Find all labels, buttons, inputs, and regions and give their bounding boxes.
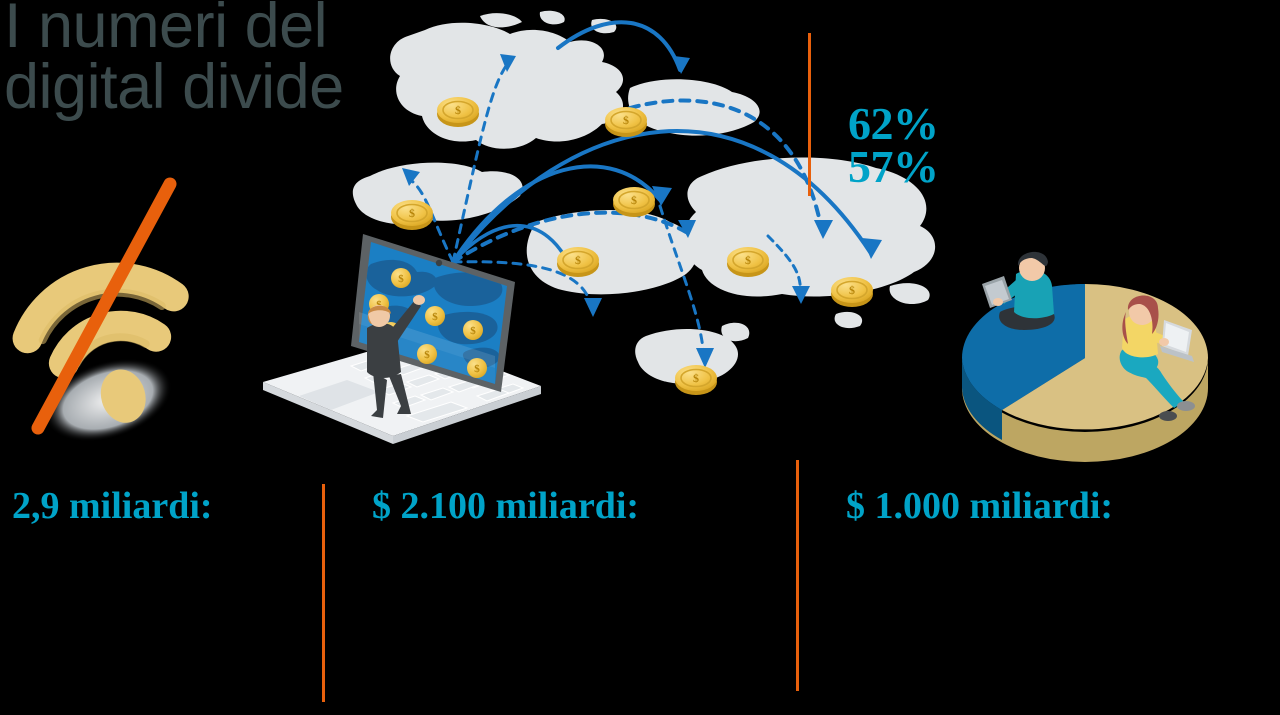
wifi-arcs (12, 262, 189, 423)
svg-text:$: $ (424, 349, 430, 361)
divider-bottom-left (322, 484, 325, 702)
divider-top-right (808, 33, 811, 196)
person-with-laptop (1119, 295, 1195, 421)
svg-text:$: $ (432, 311, 438, 323)
stat-label-gdp-loss: $ 2.100 miliardi: (372, 485, 640, 527)
svg-text:$: $ (849, 283, 855, 297)
svg-text:$: $ (376, 299, 382, 311)
svg-text:$: $ (398, 273, 404, 285)
stat-label-investment: $ 1.000 miliardi: (846, 485, 1114, 527)
page-title: I numeri del digital divide (4, 0, 344, 123)
no-wifi-illustration (0, 160, 250, 480)
svg-text:$: $ (575, 253, 581, 267)
person-with-tablet (982, 251, 1055, 330)
stat-label-users: 2,9 miliardi: (12, 485, 213, 527)
laptop-illustration: $ $ $ $ $ $ $ (255, 220, 545, 450)
svg-text:$: $ (623, 113, 629, 127)
businessman-figure (367, 295, 425, 418)
svg-text:$: $ (693, 371, 699, 385)
percent-value-1: 62% (848, 98, 939, 149)
percentage-callout: 62% 57% (848, 98, 939, 192)
percent-value-2: 57% (848, 140, 939, 192)
map-coins: $ $ $ $ (391, 97, 873, 395)
svg-text:$: $ (631, 193, 637, 207)
svg-text:$: $ (745, 253, 751, 267)
svg-text:$: $ (474, 363, 480, 375)
world-map-illustration: $ $ $ $ (330, 0, 950, 420)
divider-bottom-right (796, 460, 799, 691)
pie-chart-illustration (940, 230, 1230, 470)
wifi-slash (31, 177, 177, 435)
svg-text:$: $ (455, 103, 461, 117)
pie-depth (962, 358, 1208, 462)
svg-text:$: $ (470, 325, 476, 337)
svg-text:$: $ (409, 206, 415, 220)
